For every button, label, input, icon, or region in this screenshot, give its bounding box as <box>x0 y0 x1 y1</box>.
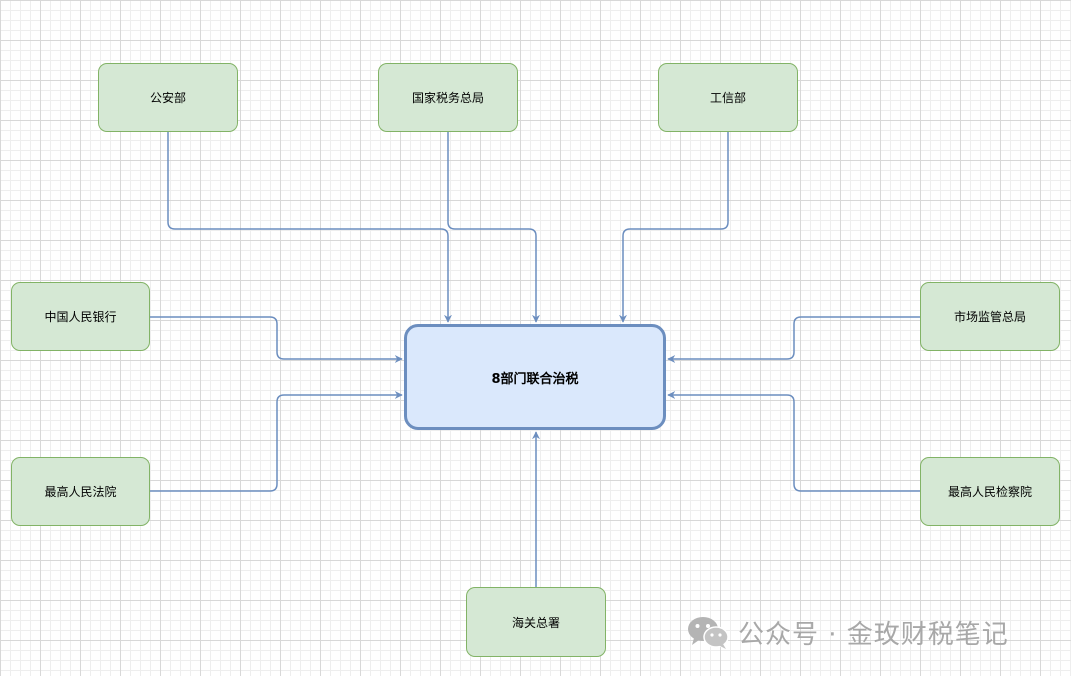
edge-samr-to-center <box>667 316 920 363</box>
node-spc-label: 最高人民法院 <box>44 485 117 499</box>
node-customs[interactable]: 海关总署 <box>466 587 606 657</box>
edge-pboc-to-center <box>150 316 403 363</box>
center-node[interactable]: 8部门联合治税 <box>404 324 666 430</box>
edge-spp-to-center <box>667 391 920 492</box>
node-spp-label: 最高人民检察院 <box>947 485 1032 499</box>
node-miit[interactable]: 工信部 <box>658 63 798 132</box>
edge-spc-to-center <box>150 391 403 492</box>
center-node-label: 8部门联合治税 <box>491 371 579 387</box>
node-mps-label: 公安部 <box>149 91 186 105</box>
node-mps[interactable]: 公安部 <box>98 63 238 132</box>
node-samr-label: 市场监管总局 <box>953 310 1026 324</box>
watermark-text: 公众号 · 金玫财税笔记 <box>738 619 1009 650</box>
watermark: 公众号 · 金玫财税笔记 <box>686 612 1009 652</box>
node-pboc-label: 中国人民银行 <box>44 310 117 324</box>
node-customs-label: 海关总署 <box>511 615 560 630</box>
node-sat-label: 国家税务总局 <box>411 91 484 105</box>
edge-sat-to-center <box>447 132 540 323</box>
node-spp[interactable]: 最高人民检察院 <box>920 457 1060 526</box>
node-sat[interactable]: 国家税务总局 <box>378 63 518 132</box>
node-pboc[interactable]: 中国人民银行 <box>11 282 150 351</box>
node-spc[interactable]: 最高人民法院 <box>11 457 150 526</box>
edge-mps-to-center <box>167 132 452 323</box>
edge-miit-to-center <box>619 132 729 323</box>
node-miit-label: 工信部 <box>709 91 746 105</box>
node-samr[interactable]: 市场监管总局 <box>920 282 1060 351</box>
wechat-icon <box>688 617 729 649</box>
